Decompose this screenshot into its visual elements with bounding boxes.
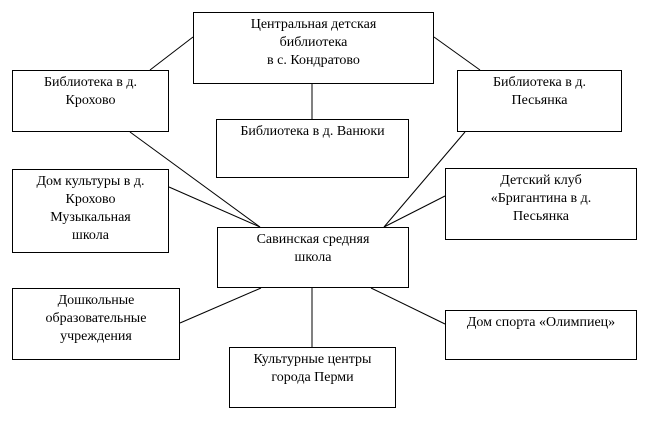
node-label-line: Дом спорта «Олимпиец» — [466, 315, 616, 330]
node-central-children-library: Центральная детская библиотека в с. Конд… — [193, 12, 434, 84]
node-label-line: Центральная детская — [250, 17, 377, 32]
node-label-line: Детский клуб — [500, 173, 582, 188]
node-label-line: школа — [294, 250, 332, 265]
node-label-line: Дошкольные — [57, 293, 135, 308]
node-label-line: Библиотека в д. Ванюки — [240, 124, 385, 139]
node-preschool-institutions: Дошкольные образовательные учреждения — [12, 288, 180, 360]
connector-school-to-sport-house — [370, 287, 446, 325]
node-sport-house-olimpiets: Дом спорта «Олимпиец» — [445, 310, 637, 360]
node-label-line: в с. Кондратово — [267, 53, 360, 68]
node-library-pesyanka: Библиотека в д. Песьянка — [457, 70, 622, 132]
node-label-line: Культурные центры — [253, 352, 372, 367]
node-label-line: учреждения — [60, 329, 132, 344]
connector-pesyanka-library-to-school — [383, 131, 466, 228]
node-perm-culture-centers: Культурные центры города Перми — [229, 347, 396, 408]
node-label-line: Музыкальная — [50, 210, 131, 225]
node-savino-school: Савинская средняя школа — [217, 227, 409, 288]
node-label-line: Библиотека в д. — [493, 75, 586, 90]
node-label-line: Песьянка — [512, 209, 569, 224]
node-label-line: Крохово — [65, 192, 116, 207]
connector-krokhovo-library-to-school — [129, 131, 261, 228]
node-label-line: Дом культуры в д. — [36, 174, 145, 189]
connector-culture-house-to-school — [168, 186, 261, 228]
node-culture-house-krokhovo: Дом культуры в д. Крохово Музыкальная шк… — [12, 169, 169, 253]
node-label-line: города Перми — [271, 370, 354, 385]
connector-center-to-pesyanka-library — [433, 36, 481, 71]
node-label-line: Библиотека в д. — [44, 75, 137, 90]
connector-center-to-krokhovo-library — [149, 36, 194, 71]
node-label-line: Савинская средняя — [256, 232, 370, 247]
connector-brigantina-to-school — [383, 195, 446, 228]
node-label-line: образовательные — [45, 311, 147, 326]
node-library-vanyuki: Библиотека в д. Ванюки — [216, 119, 409, 178]
connector-school-to-preschool — [179, 287, 262, 324]
node-label-line: «Бригантина в д. — [490, 191, 592, 206]
node-library-krokhovo: Библиотека в д. Крохово — [12, 70, 169, 132]
node-label-line: школа — [72, 228, 109, 243]
node-label-line: Песьянка — [511, 93, 568, 108]
node-label-line: библиотека — [279, 35, 348, 50]
node-label-line: Крохово — [65, 93, 116, 108]
node-club-brigantina: Детский клуб «Бригантина в д. Песьянка — [445, 168, 637, 240]
